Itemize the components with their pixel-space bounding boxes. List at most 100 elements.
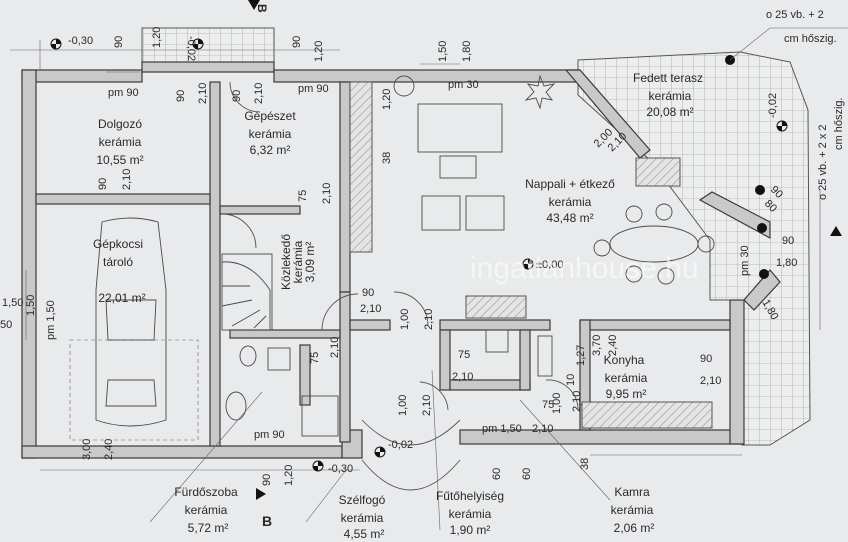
svg-text:1,00: 1,00 [399, 309, 411, 330]
svg-text:2,06 m²: 2,06 m² [614, 521, 655, 535]
svg-text:75: 75 [542, 399, 554, 411]
svg-text:kerámia: kerámia [649, 89, 692, 103]
room-gepeszet: Gépészet kerámia 6,32 m² [244, 109, 296, 157]
svg-text:kerámia: kerámia [249, 127, 292, 141]
living-furniture-icon [393, 74, 715, 285]
svg-text:2,10: 2,10 [452, 371, 473, 383]
svg-text:10: 10 [565, 374, 577, 386]
svg-text:tároló: tároló [103, 255, 133, 269]
svg-text:pm 90: pm 90 [254, 429, 285, 441]
svg-text:1,50: 1,50 [2, 297, 23, 309]
outer-walls [21, 61, 781, 459]
svg-text:90: 90 [291, 36, 303, 48]
svg-text:2,10: 2,10 [197, 83, 209, 104]
svg-text:Fedett terasz: Fedett terasz [633, 71, 703, 85]
svg-text:kerámia: kerámia [549, 195, 592, 209]
svg-text:20,08 m²: 20,08 m² [646, 105, 693, 119]
level-d: -0,02 [767, 93, 779, 118]
svg-text:pm 90: pm 90 [298, 83, 329, 95]
svg-text:1,50: 1,50 [25, 295, 37, 316]
section-b-top: B [255, 4, 269, 13]
svg-text:60: 60 [491, 468, 503, 480]
svg-text:43,48 m²: 43,48 m² [546, 211, 593, 225]
interior-walls [35, 81, 731, 447]
svg-text:5,72 m²: 5,72 m² [188, 521, 229, 535]
svg-text:Nappali + étkező: Nappali + étkező [525, 177, 615, 191]
svg-text:3,00: 3,00 [81, 439, 93, 460]
level-f: -0,02 [388, 439, 413, 451]
svg-text:pm 30: pm 30 [739, 245, 751, 276]
room-kozlekedo: Közlekedő kerámia 3,09 m² [279, 234, 317, 290]
svg-text:75: 75 [297, 190, 309, 202]
svg-text:Fűtőhelyiség: Fűtőhelyiség [436, 489, 504, 503]
svg-text:60: 60 [521, 468, 533, 480]
svg-text:Szélfogó: Szélfogó [339, 493, 386, 507]
svg-text:38: 38 [579, 458, 591, 470]
note-wall-top: o 25 vb. + 2 [766, 9, 824, 21]
svg-text:pm 90: pm 90 [108, 87, 139, 99]
level-markers [50, 38, 788, 472]
svg-text:1,50: 1,50 [437, 41, 449, 62]
svg-text:2,10: 2,10 [532, 423, 553, 435]
svg-text:kerámia: kerámia [291, 240, 305, 283]
svg-text:Gépkocsi: Gépkocsi [93, 237, 143, 251]
svg-text:1,80: 1,80 [461, 41, 473, 62]
svg-text:2,10: 2,10 [321, 183, 333, 204]
svg-text:90: 90 [782, 235, 794, 247]
svg-text:2,40: 2,40 [103, 439, 115, 460]
room-futohelyiseg: Fűtőhelyiség kerámia 1,90 m² [436, 489, 504, 537]
svg-text:1,90 m²: 1,90 m² [450, 523, 491, 537]
svg-text:2,10: 2,10 [360, 303, 381, 315]
svg-text:kerámia: kerámia [185, 503, 228, 517]
svg-text:kerámia: kerámia [605, 371, 648, 385]
level-a: -0,30 [68, 35, 93, 47]
svg-text:2,10: 2,10 [253, 83, 265, 104]
svg-text:90: 90 [231, 90, 243, 102]
svg-text:2,10: 2,10 [329, 337, 341, 358]
leader-lines [149, 27, 848, 531]
room-furdoszoba: Fürdőszoba kerámia 5,72 m² [174, 485, 238, 535]
svg-text:75: 75 [309, 352, 321, 364]
svg-text:3,09 m²: 3,09 m² [303, 242, 317, 283]
svg-text:Konyha: Konyha [604, 353, 645, 367]
room-konyha: Konyha kerámia 9,95 m² [604, 353, 648, 401]
svg-text:Kamra: Kamra [614, 485, 650, 499]
bathroom-fixtures-icon [225, 345, 339, 437]
dimension-lines [10, 40, 821, 471]
svg-text:kerámia: kerámia [449, 507, 492, 521]
door-swings [221, 81, 579, 491]
svg-text:1,20: 1,20 [381, 89, 393, 110]
note-wall-side: o 25 vb. + 2 x 2 [817, 124, 829, 200]
svg-text:9,95 m²: 9,95 m² [606, 387, 647, 401]
level-c: ±0,00 [536, 259, 563, 271]
svg-text:3,70: 3,70 [591, 335, 603, 356]
fridge-icon [537, 335, 553, 377]
svg-text:22,01 m²: 22,01 m² [98, 291, 145, 305]
svg-text:1,20: 1,20 [151, 27, 163, 48]
stove-icon [485, 329, 509, 353]
room-kamra: Kamra kerámia 2,06 m² [611, 485, 655, 535]
svg-text:6,32 m²: 6,32 m² [250, 143, 291, 157]
svg-text:90: 90 [97, 178, 109, 190]
svg-text:1,00: 1,00 [397, 395, 409, 416]
svg-text:2,10: 2,10 [121, 169, 133, 190]
svg-text:2,10: 2,10 [700, 375, 721, 387]
car-icon [69, 217, 199, 441]
room-szelfogo: Szélfogó kerámia 4,55 m² [339, 493, 386, 541]
svg-text:1,80: 1,80 [776, 257, 797, 269]
svg-text:38: 38 [381, 152, 393, 164]
svg-text:90: 90 [113, 36, 125, 48]
svg-text:75: 75 [458, 349, 470, 361]
room-dolgozo: Dolgozó kerámia 10,55 m² [96, 117, 143, 167]
svg-text:pm 30: pm 30 [448, 79, 479, 91]
svg-text:90: 90 [362, 287, 374, 299]
svg-text:kerámia: kerámia [611, 503, 654, 517]
svg-text:Fürdőszoba: Fürdőszoba [174, 485, 238, 499]
svg-text:1,00: 1,00 [551, 393, 563, 414]
svg-text:1,20: 1,20 [313, 41, 325, 62]
room-nappali: Nappali + étkező kerámia 43,48 m² [525, 177, 615, 225]
svg-text:1,20: 1,20 [283, 465, 295, 486]
svg-text:2,10: 2,10 [423, 309, 435, 330]
svg-text:kerámia: kerámia [99, 135, 142, 149]
